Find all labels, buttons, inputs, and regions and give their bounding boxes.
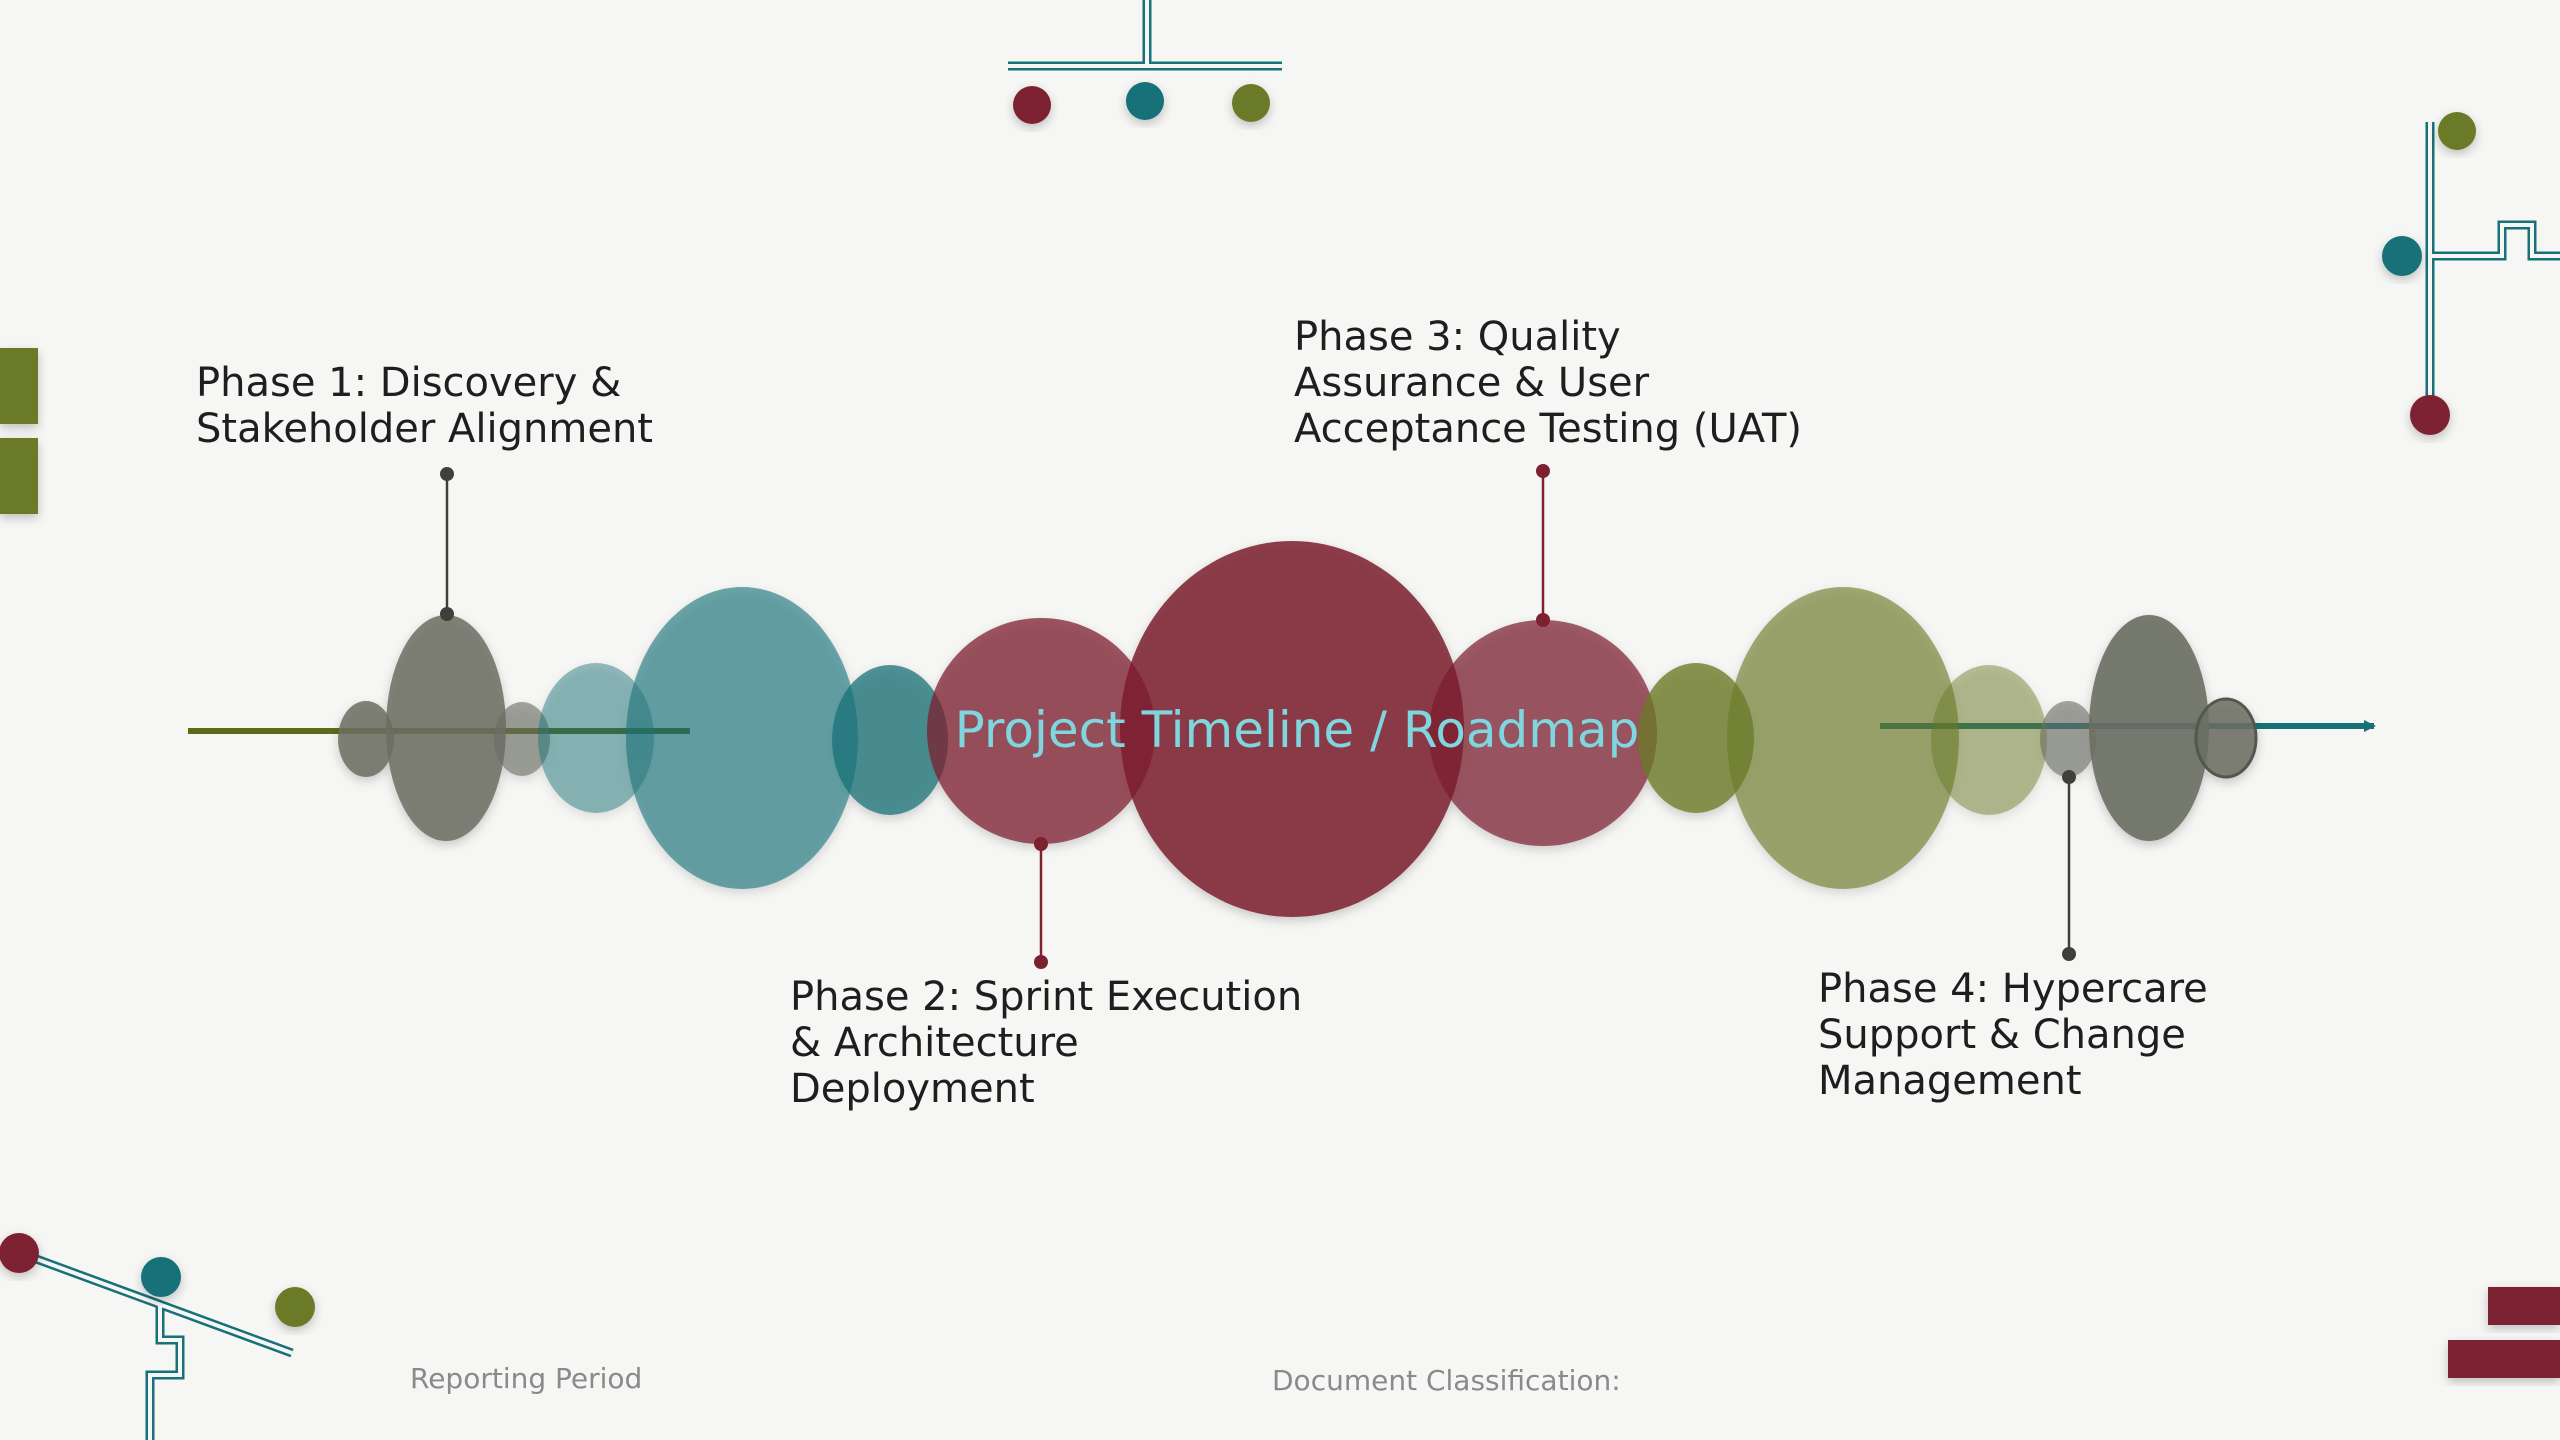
bubble-phase4-small-left <box>2040 701 2096 777</box>
bubble-phase1-small-right <box>494 702 550 776</box>
phase3-label: Phase 3: Quality Assurance & User Accept… <box>1294 314 1803 452</box>
decor-dot-olive <box>275 1287 315 1327</box>
decor-dot-maroon <box>0 1233 39 1273</box>
decor-dot-maroon <box>2410 395 2450 435</box>
decor-top-right-connector <box>2382 112 2560 435</box>
reporting-period-text: Reporting Period <box>410 1362 643 1395</box>
timeline-bubbles <box>338 541 2258 917</box>
bubble-teal-large <box>626 587 858 889</box>
bubble-olive-large <box>1727 587 1959 889</box>
bubble-phase2 <box>927 618 1155 844</box>
phase4-label: Phase 4: Hypercare Support & Change Mana… <box>1818 966 2208 1104</box>
phase1-label: Phase 1: Discovery & Stakeholder Alignme… <box>196 360 653 452</box>
decor-dot-teal <box>2382 236 2422 276</box>
decor-dot-teal <box>1126 82 1164 120</box>
decor-top-connector <box>1008 0 1282 124</box>
bubble-phase3 <box>1429 620 1657 846</box>
decor-left-blocks <box>0 348 38 514</box>
callout-phase3 <box>1536 464 1550 627</box>
callout-phase4 <box>2062 770 2076 961</box>
bubble-phase1-main <box>386 615 506 841</box>
bubble-phase4-main <box>2089 615 2209 841</box>
bubble-center <box>1120 541 1464 917</box>
decor-dot-olive <box>1232 84 1270 122</box>
bubble-olive-small <box>1638 663 1754 813</box>
bubble-phase4-small-right <box>2194 697 2258 779</box>
roadmap-title: Project Timeline / Roadmap <box>955 701 1640 759</box>
decor-dot-teal <box>141 1257 181 1297</box>
phase2-label: Phase 2: Sprint Execution & Architecture… <box>790 974 1303 1112</box>
decor-bottom-left-connector <box>0 1233 315 1440</box>
decor-bottom-right-blocks <box>2448 1287 2560 1378</box>
bubble-phase1-small-left <box>338 701 394 777</box>
decor-dot-olive <box>2438 112 2476 150</box>
bubble-teal-small <box>538 663 654 813</box>
callout-phase2 <box>1034 837 1048 969</box>
document-classification-text: Document Classification: <box>1272 1364 1621 1397</box>
decor-dot-maroon <box>1013 86 1051 124</box>
bubble-olive-light <box>1931 665 2047 815</box>
callout-phase1 <box>440 467 454 621</box>
bubble-teal-mid <box>832 665 948 815</box>
